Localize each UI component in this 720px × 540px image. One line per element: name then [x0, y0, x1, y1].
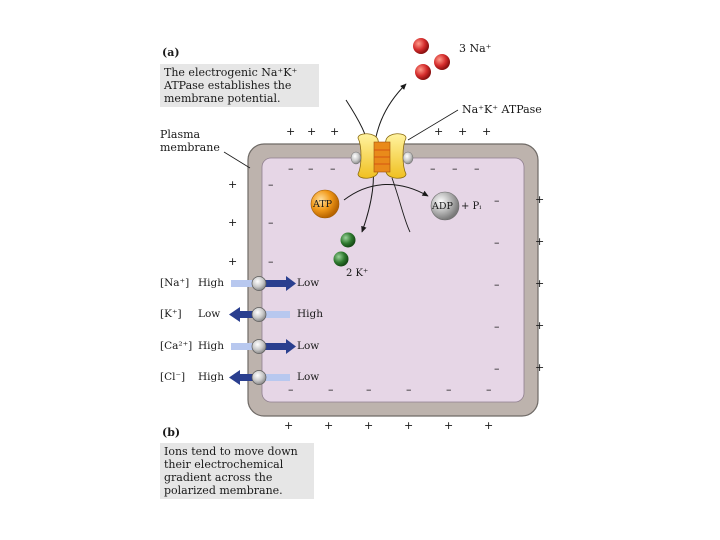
panel-b-caption-line: polarized membrane. — [164, 484, 283, 497]
outside-positive-charge: + — [535, 193, 545, 206]
inside-negative-charge: – — [494, 320, 500, 333]
inside-negative-charge: – — [494, 236, 500, 249]
plasma-membrane-label: membrane — [160, 141, 220, 154]
inside-negative-charge: – — [308, 162, 314, 175]
outside-positive-charge: + — [284, 419, 294, 432]
outside-positive-charge: + — [330, 125, 340, 138]
outside-positive-charge: + — [307, 125, 317, 138]
outside-positive-charge: + — [434, 125, 444, 138]
inside-negative-charge: – — [446, 383, 452, 396]
panel-b-label: (b) — [162, 426, 181, 439]
inside-negative-charge: – — [330, 162, 336, 175]
adp-label: ADP — [432, 201, 453, 212]
panel-b-caption: Ions tend to move down their electrochem… — [160, 443, 314, 499]
outside-positive-charge: + — [484, 419, 494, 432]
panel-a-caption: The electrogenic Na⁺K⁺ ATPase establishe… — [160, 64, 319, 107]
outside-positive-charge: + — [404, 419, 414, 432]
ion-outside-level: High — [198, 277, 224, 289]
panel-a-label: (a) — [162, 46, 180, 59]
outside-positive-charge: + — [444, 419, 454, 432]
inside-negative-charge: – — [366, 383, 372, 396]
inside-negative-charge: – — [288, 383, 294, 396]
outside-positive-charge: + — [458, 125, 468, 138]
ion-inside-level: Low — [297, 371, 320, 383]
panel-b-caption-line: their electrochemical — [164, 458, 284, 471]
panel-b-caption-line: Ions tend to move down — [164, 445, 298, 458]
plasma-membrane-label: Plasma — [160, 128, 201, 141]
outside-positive-charge: + — [535, 235, 545, 248]
ion-name: [K⁺] — [160, 308, 182, 320]
ion-name: [Ca²⁺] — [160, 340, 193, 352]
membrane-leader-line — [223, 151, 251, 169]
inside-negative-charge: – — [474, 162, 480, 175]
inside-negative-charge: – — [494, 194, 500, 207]
inside-negative-charge: – — [494, 362, 500, 375]
panel-a-caption-line: The electrogenic Na⁺K⁺ — [164, 66, 298, 79]
outside-positive-charge: + — [535, 277, 545, 290]
inside-negative-charge: – — [268, 255, 274, 268]
k-count-label: 2 K⁺ — [346, 268, 369, 279]
inside-negative-charge: – — [406, 383, 412, 396]
sodium-ions — [413, 38, 450, 80]
ion-gradient-arrows — [229, 276, 296, 385]
pump-label: Na⁺K⁺ ATPase — [462, 103, 542, 116]
ion-name: [Cl⁻] — [160, 371, 186, 383]
outside-positive-charge: + — [535, 319, 545, 332]
outside-positive-charge: + — [228, 178, 238, 191]
atp-hydrolysis-arrow — [343, 184, 429, 201]
ion-outside-level: High — [198, 340, 224, 352]
outside-positive-charge: + — [535, 361, 545, 374]
potassium-ions — [333, 232, 356, 267]
pump-leader-line — [407, 109, 459, 141]
inside-negative-charge: – — [452, 162, 458, 175]
phosphate-label: + Pᵢ — [461, 201, 482, 212]
inside-negative-charge: – — [494, 278, 500, 291]
pump-inner-curve — [391, 177, 411, 233]
na-count-label: 3 Na⁺ — [459, 42, 492, 55]
panel-b-caption-line: gradient across the — [164, 471, 273, 484]
outside-positive-charge: + — [324, 419, 334, 432]
ion-inside-level: High — [297, 308, 323, 320]
adp-molecule — [430, 191, 460, 221]
ion-inside-level: Low — [297, 340, 320, 352]
outside-positive-charge: + — [228, 216, 238, 229]
outside-positive-charge: + — [228, 255, 238, 268]
ion-outside-level: Low — [198, 308, 221, 320]
inside-negative-charge: – — [268, 216, 274, 229]
ion-outside-level: High — [198, 371, 224, 383]
panel-a-caption-line: membrane potential. — [164, 92, 281, 105]
inside-negative-charge: – — [268, 178, 274, 191]
inside-negative-charge: – — [430, 162, 436, 175]
outside-positive-charge: + — [364, 419, 374, 432]
panel-a-caption-line: ATPase establishes the — [164, 79, 292, 92]
inside-negative-charge: – — [328, 383, 334, 396]
inside-negative-charge: – — [486, 383, 492, 396]
outside-positive-charge: + — [286, 125, 296, 138]
outside-positive-charge: + — [482, 125, 492, 138]
atp-label: ATP — [313, 199, 333, 210]
ion-name: [Na⁺] — [160, 277, 190, 289]
ion-inside-level: Low — [297, 277, 320, 289]
na-k-atpase-pump — [350, 133, 414, 179]
inside-negative-charge: – — [288, 162, 294, 175]
atp-molecule — [310, 189, 340, 219]
